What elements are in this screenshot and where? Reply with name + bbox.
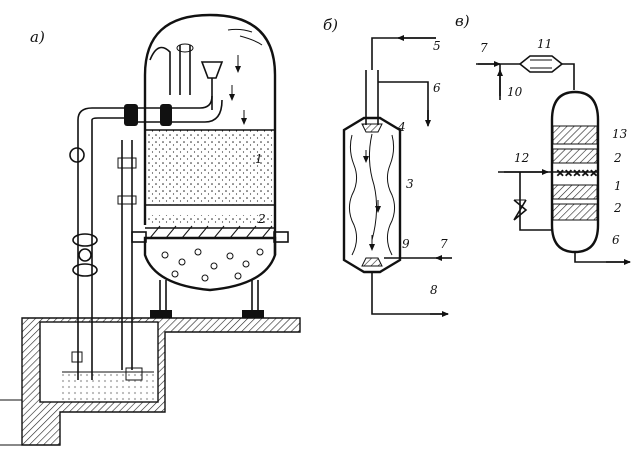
scheme-c: в) ××××× 7	[455, 12, 631, 265]
label-b-9: 9	[402, 237, 410, 251]
scheme-b: б) 5 6 4 3 9 7	[323, 16, 452, 317]
label-b-6: 6	[433, 81, 441, 95]
heat-exchanger	[518, 55, 564, 73]
label-a-2: 2	[257, 212, 266, 226]
gas-bubbles	[161, 248, 264, 282]
downcomer-pipes	[69, 107, 137, 380]
label-b-4: 4	[397, 120, 406, 134]
label-b-3: 3	[406, 177, 414, 191]
label-c-12: 12	[514, 151, 529, 165]
label-b-5: 5	[433, 39, 441, 53]
label-c-13: 13	[612, 127, 628, 141]
scheme-a: а)	[0, 13, 301, 446]
part-label-c: в)	[455, 12, 470, 30]
label-a-1: 1	[255, 152, 263, 166]
label-b-7: 7	[440, 237, 448, 251]
label-c-11: 11	[537, 37, 552, 51]
label-c-10: 10	[507, 85, 523, 99]
label-c-6: 6	[612, 233, 620, 247]
svg-text:×××××: ×××××	[556, 168, 598, 179]
reactor-vessel-c: ×××××	[550, 90, 600, 254]
label-c-2b: 2	[613, 201, 622, 215]
label-c-1: 1	[614, 179, 622, 193]
part-label-a: а)	[30, 28, 45, 46]
distribution-grid	[149, 225, 273, 239]
reactor-vessel-a	[124, 13, 289, 318]
reactor-vessel-b	[342, 116, 402, 274]
label-b-8: 8	[430, 283, 438, 297]
label-c-2a: 2	[613, 151, 622, 165]
label-c-7: 7	[480, 41, 488, 55]
part-label-b: б)	[323, 16, 338, 34]
